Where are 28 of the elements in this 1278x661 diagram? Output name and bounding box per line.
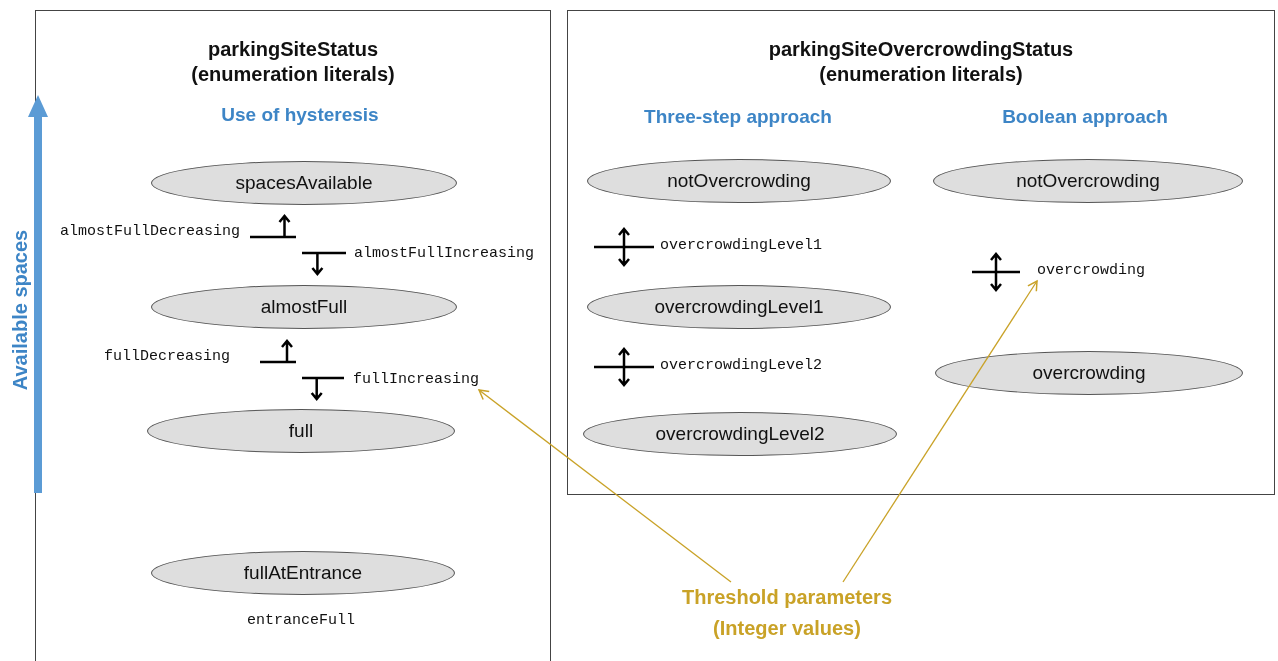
threshold-label: fullIncreasing (353, 370, 480, 390)
threshold-label: almostFullIncreasing (354, 244, 535, 264)
annotation-text: Threshold parameters (Integer values) (647, 582, 927, 644)
threshold-label: fullDecreasing (103, 347, 230, 367)
state-ellipse: overcrowding (935, 351, 1243, 395)
panel-title: parkingSiteOvercrowdingStatus (enumeration literals) (767, 37, 1075, 87)
threshold-label: overcrowdingLevel1 (660, 236, 823, 256)
state-ellipse: spacesAvailable (151, 161, 457, 205)
state-ellipse: full (147, 409, 455, 453)
section-heading: Three-step approach (644, 106, 832, 128)
state-ellipse: overcrowdingLevel2 (583, 412, 897, 456)
axis-label: Available spaces (8, 229, 32, 391)
threshold-label: overcrowding (1037, 261, 1146, 281)
leader-line (478, 389, 732, 583)
state-ellipse: overcrowdingLevel1 (587, 285, 891, 329)
leader-line (842, 280, 1038, 583)
state-ellipse: notOvercrowding (933, 159, 1243, 203)
enumeration-panel (35, 10, 551, 661)
enumeration-panel (567, 10, 1275, 495)
literal-label: entranceFull (247, 611, 355, 631)
state-ellipse: almostFull (151, 285, 457, 329)
panel-title: parkingSiteStatus (enumeration literals) (190, 37, 396, 87)
threshold-label: almostFullDecreasing (59, 222, 240, 242)
threshold-label: overcrowdingLevel2 (660, 356, 823, 376)
section-heading: Use of hysteresis (221, 104, 379, 126)
section-heading: Boolean approach (1002, 106, 1168, 128)
state-ellipse: fullAtEntrance (151, 551, 455, 595)
state-ellipse: notOvercrowding (587, 159, 891, 203)
